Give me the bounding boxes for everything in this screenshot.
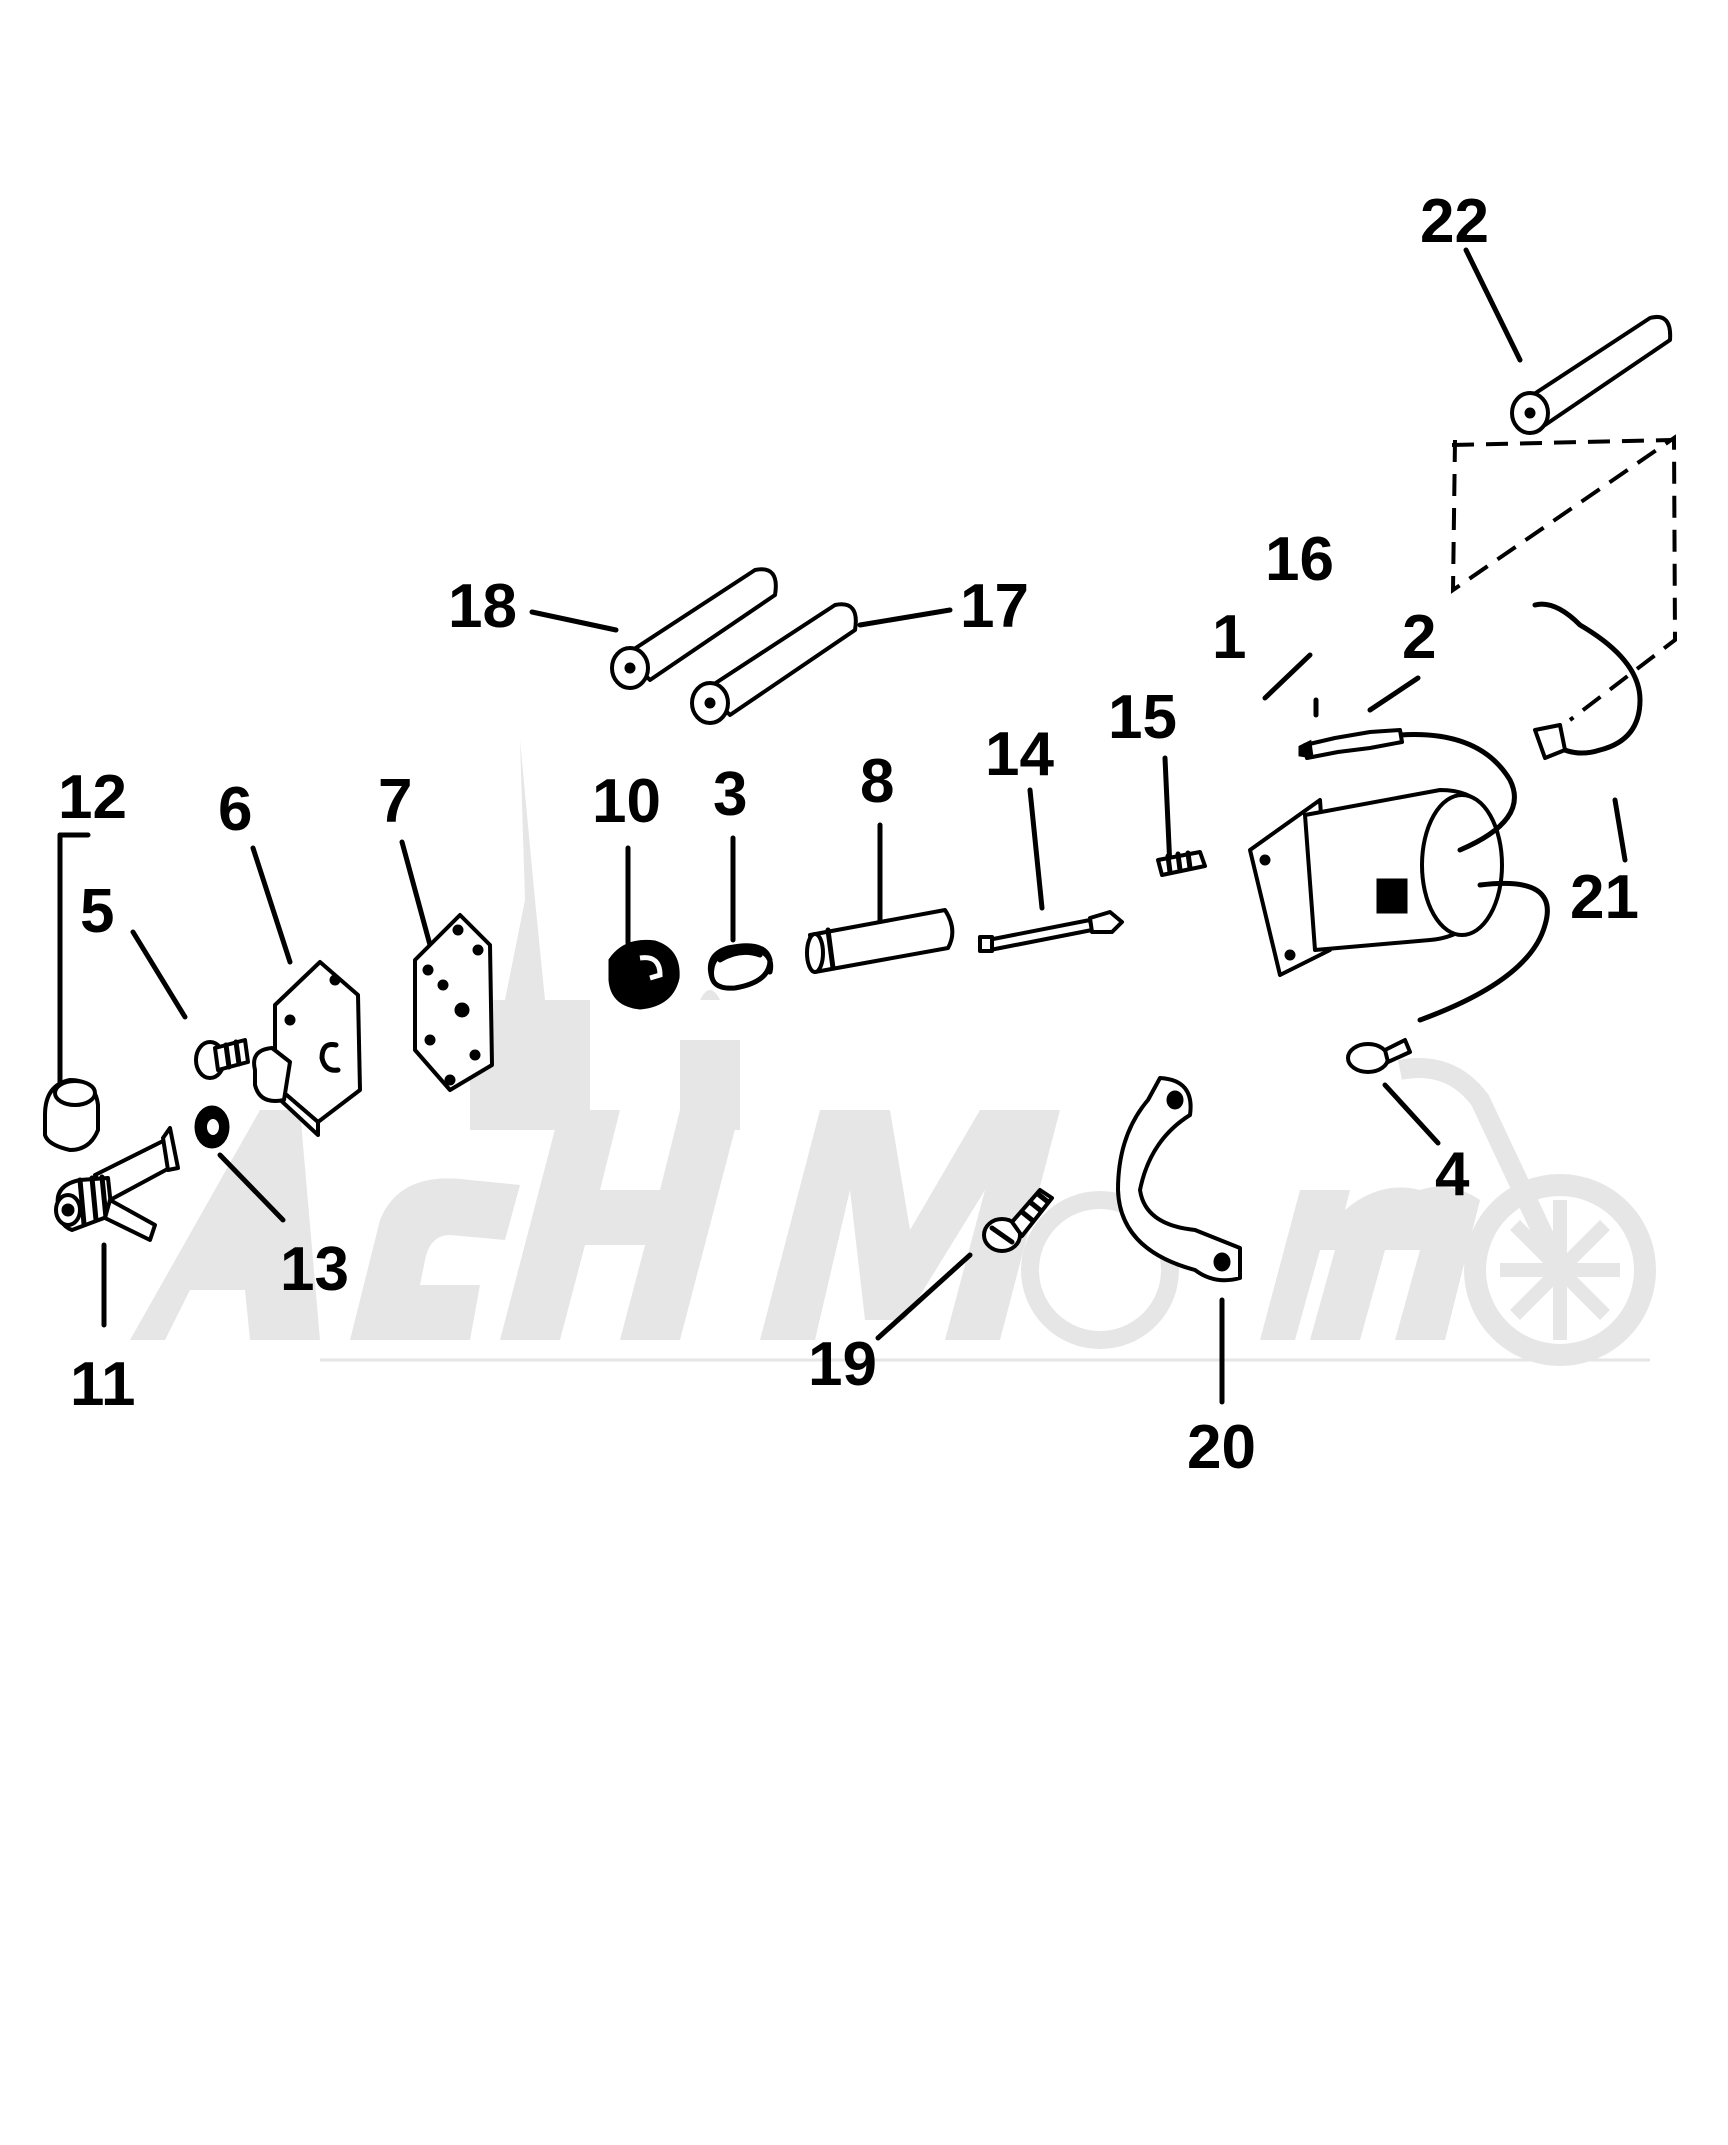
part-8-plunger <box>805 908 955 974</box>
callout-15: 15 <box>1108 683 1177 752</box>
part-13-washer <box>194 1105 230 1149</box>
callout-3: 3 <box>713 760 747 829</box>
leader-13 <box>217 1152 286 1223</box>
callout-14: 14 <box>985 720 1054 789</box>
callout-5: 5 <box>80 877 114 946</box>
callout-1: 1 <box>1212 603 1246 672</box>
leader-18 <box>529 609 619 633</box>
leader-5 <box>130 929 188 1020</box>
callout-6: 6 <box>218 775 252 844</box>
part-4-ground-wire <box>1346 880 1550 1074</box>
leader-4 <box>1382 1082 1441 1146</box>
callout-21: 22 <box>1420 187 1489 256</box>
part-2-wire-connector <box>1298 728 1517 853</box>
leader-7 <box>399 839 433 948</box>
part-18-sleeve <box>610 567 778 690</box>
part-19-screw <box>982 1188 1054 1253</box>
leader-17 <box>857 607 953 628</box>
part-6-cover-plate <box>252 960 362 1137</box>
callout-20: 20 <box>1187 1413 1256 1482</box>
callout-17: 17 <box>960 572 1029 641</box>
part-7-diaphragm <box>413 913 494 1092</box>
watermark-logo <box>130 740 1656 1366</box>
part-21-sleeve <box>1510 315 1673 435</box>
leader-22 <box>1612 797 1628 863</box>
callout-12: 12 <box>58 763 127 832</box>
leader-14 <box>1027 787 1045 911</box>
callout-22: 21 <box>1570 863 1639 932</box>
part-1-solenoid <box>1248 788 1504 977</box>
part-22-connector-wire <box>1532 601 1643 760</box>
callout-2: 2 <box>1402 603 1436 672</box>
part-14-plunger-rod <box>978 910 1124 953</box>
leader-19 <box>875 1252 973 1341</box>
part-11-fuel-fitting <box>54 1126 180 1242</box>
part-10-nut <box>608 939 680 1010</box>
callout-11: 11 <box>70 1350 136 1419</box>
dashed-connector <box>1450 434 1678 722</box>
leader-21 <box>1463 247 1523 363</box>
leader-1 <box>1262 652 1313 701</box>
part-15-pin <box>1156 850 1207 877</box>
leader-lines <box>57 247 1628 1405</box>
callout-19: 19 <box>808 1330 877 1399</box>
part-5-screw <box>194 1038 250 1080</box>
callout-18: 18 <box>448 572 517 641</box>
callout-7: 7 <box>378 767 412 836</box>
leader-6 <box>250 845 293 965</box>
callout-16: 16 <box>1265 525 1334 594</box>
callout-10: 10 <box>592 767 661 836</box>
part-20-clamp <box>1116 1076 1242 1283</box>
callout-labels: 22 16 2 1 21 4 18 17 15 14 8 3 10 7 6 12… <box>58 187 1639 1482</box>
callout-8: 8 <box>860 747 894 816</box>
part-3-spring <box>707 943 774 991</box>
callout-13: 13 <box>280 1235 349 1304</box>
leader-2 <box>1367 675 1421 713</box>
callout-4: 4 <box>1435 1140 1470 1209</box>
leader-15 <box>1162 755 1173 871</box>
part-12-cap <box>43 1078 100 1152</box>
part-17-sleeve <box>690 602 858 725</box>
